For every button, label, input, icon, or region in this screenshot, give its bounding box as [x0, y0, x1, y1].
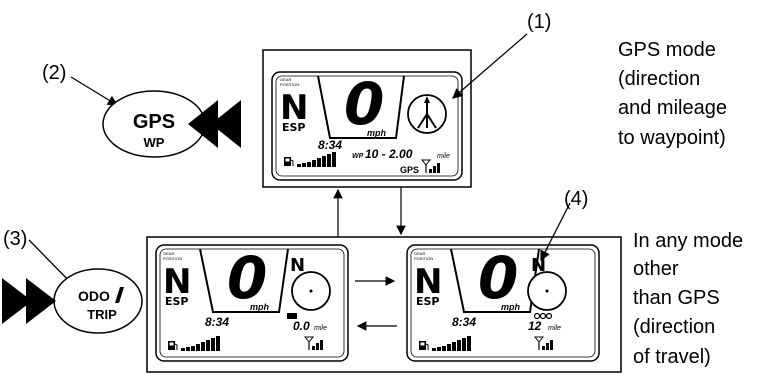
odo-trip-button[interactable]: ODO TRIP — [53, 268, 143, 334]
display-odo-mode: GEAR POSITION N ESP 0 mph N 8:34 12 mi — [406, 244, 600, 362]
distance-unit: mile — [314, 325, 327, 332]
svg-text:to waypoint): to waypoint) — [618, 127, 726, 149]
gear-position-label: GEAR — [280, 77, 291, 82]
lcd-bezel — [406, 244, 600, 362]
esp-indicator: ESP — [165, 295, 189, 308]
lcd-bezel — [155, 244, 349, 362]
compass-north: N — [290, 255, 305, 276]
svg-text:other: other — [633, 258, 679, 280]
svg-text:In any mode: In any mode — [633, 230, 743, 252]
compass-icon — [527, 271, 567, 311]
lcd-inner — [159, 248, 345, 358]
callout-4: (4) — [564, 188, 588, 210]
distance-unit: mile — [437, 153, 450, 160]
svg-text:POSITION: POSITION — [163, 256, 182, 261]
lcd-inner — [410, 248, 596, 358]
fuel-gauge-bars — [297, 152, 336, 167]
svg-text:of travel): of travel) — [633, 346, 711, 368]
gear-indicator: N — [414, 262, 442, 302]
waypoint-direction-icon — [407, 94, 447, 134]
speed-window — [199, 248, 289, 313]
svg-text:POSITION: POSITION — [280, 82, 299, 87]
odo-button-label: ODO — [78, 288, 110, 304]
display-gps-mode: GEAR POSITION N ESP 0 mph 8:34 WP 10 - 2… — [262, 49, 472, 188]
esp-indicator: ESP — [282, 121, 306, 134]
svg-text:GEAR: GEAR — [163, 251, 174, 256]
speed-readout: 0 — [227, 244, 267, 312]
trip-button-label: TRIP — [87, 307, 117, 322]
slash-icon — [115, 287, 124, 303]
svg-text:(direction: (direction — [618, 68, 700, 90]
callout-1: (1) — [527, 11, 551, 33]
svg-text:and mileage: and mileage — [618, 97, 727, 119]
odo-distance: 12 — [528, 319, 542, 333]
clock: 8:34 — [205, 315, 229, 329]
clock: 8:34 — [452, 315, 476, 329]
speed-readout: 0 — [478, 244, 518, 312]
speed-window — [317, 75, 405, 139]
callout-3: (3) — [3, 228, 27, 250]
waypoint-distance: 10 - 2.00 — [365, 147, 413, 161]
signal-strength-icon — [303, 336, 323, 350]
svg-text:(direction: (direction — [633, 316, 715, 338]
svg-text:GEAR: GEAR — [414, 251, 425, 256]
wp-button-label: WP — [144, 135, 165, 150]
callout-1-leader — [452, 33, 528, 99]
speed-unit: mph — [501, 302, 521, 312]
callout-4-leader — [540, 202, 571, 262]
esp-indicator: ESP — [416, 295, 440, 308]
speed-unit: mph — [367, 128, 387, 138]
gear-indicator: N — [163, 262, 191, 302]
speed-unit: mph — [250, 302, 270, 312]
svg-text:POSITION: POSITION — [414, 256, 433, 261]
signal-strength-icon — [533, 336, 553, 350]
fuel-gauge-bars — [432, 336, 471, 351]
trip-indicator-icon — [287, 313, 297, 319]
odometer-indicator-icon — [533, 312, 553, 320]
display-trip-mode: GEAR POSITION N ESP 0 mph N 8:34 0.0 mil… — [155, 244, 349, 362]
gear-indicator: N — [280, 88, 308, 128]
svg-text:GPS mode: GPS mode — [618, 39, 716, 61]
svg-text:than GPS: than GPS — [633, 287, 720, 309]
trip-distance: 0.0 — [293, 319, 310, 333]
speed-readout: 0 — [344, 70, 384, 138]
compass-icon — [291, 271, 331, 311]
clock: 8:34 — [318, 138, 342, 152]
gps-wp-button[interactable]: GPS WP — [102, 90, 206, 158]
lcd-bezel — [271, 71, 463, 181]
lcd-inner — [275, 75, 459, 177]
callout-2-leader — [70, 76, 119, 106]
gps-badge: GPS — [400, 165, 419, 175]
signal-strength-icon — [420, 159, 440, 173]
fuel-gauge-bars — [181, 336, 220, 351]
callout-2: (2) — [42, 62, 66, 84]
press-arrows-odo — [2, 278, 56, 324]
other-mode-description: In any mode other than GPS (direction of… — [633, 230, 743, 368]
gps-button-label: GPS — [133, 111, 175, 133]
press-arrows-gps — [188, 100, 241, 148]
waypoint-prefix: WP — [352, 153, 364, 160]
gps-mode-description: GPS mode (direction and mileage to waypo… — [618, 39, 727, 149]
distance-unit: mile — [548, 325, 561, 332]
